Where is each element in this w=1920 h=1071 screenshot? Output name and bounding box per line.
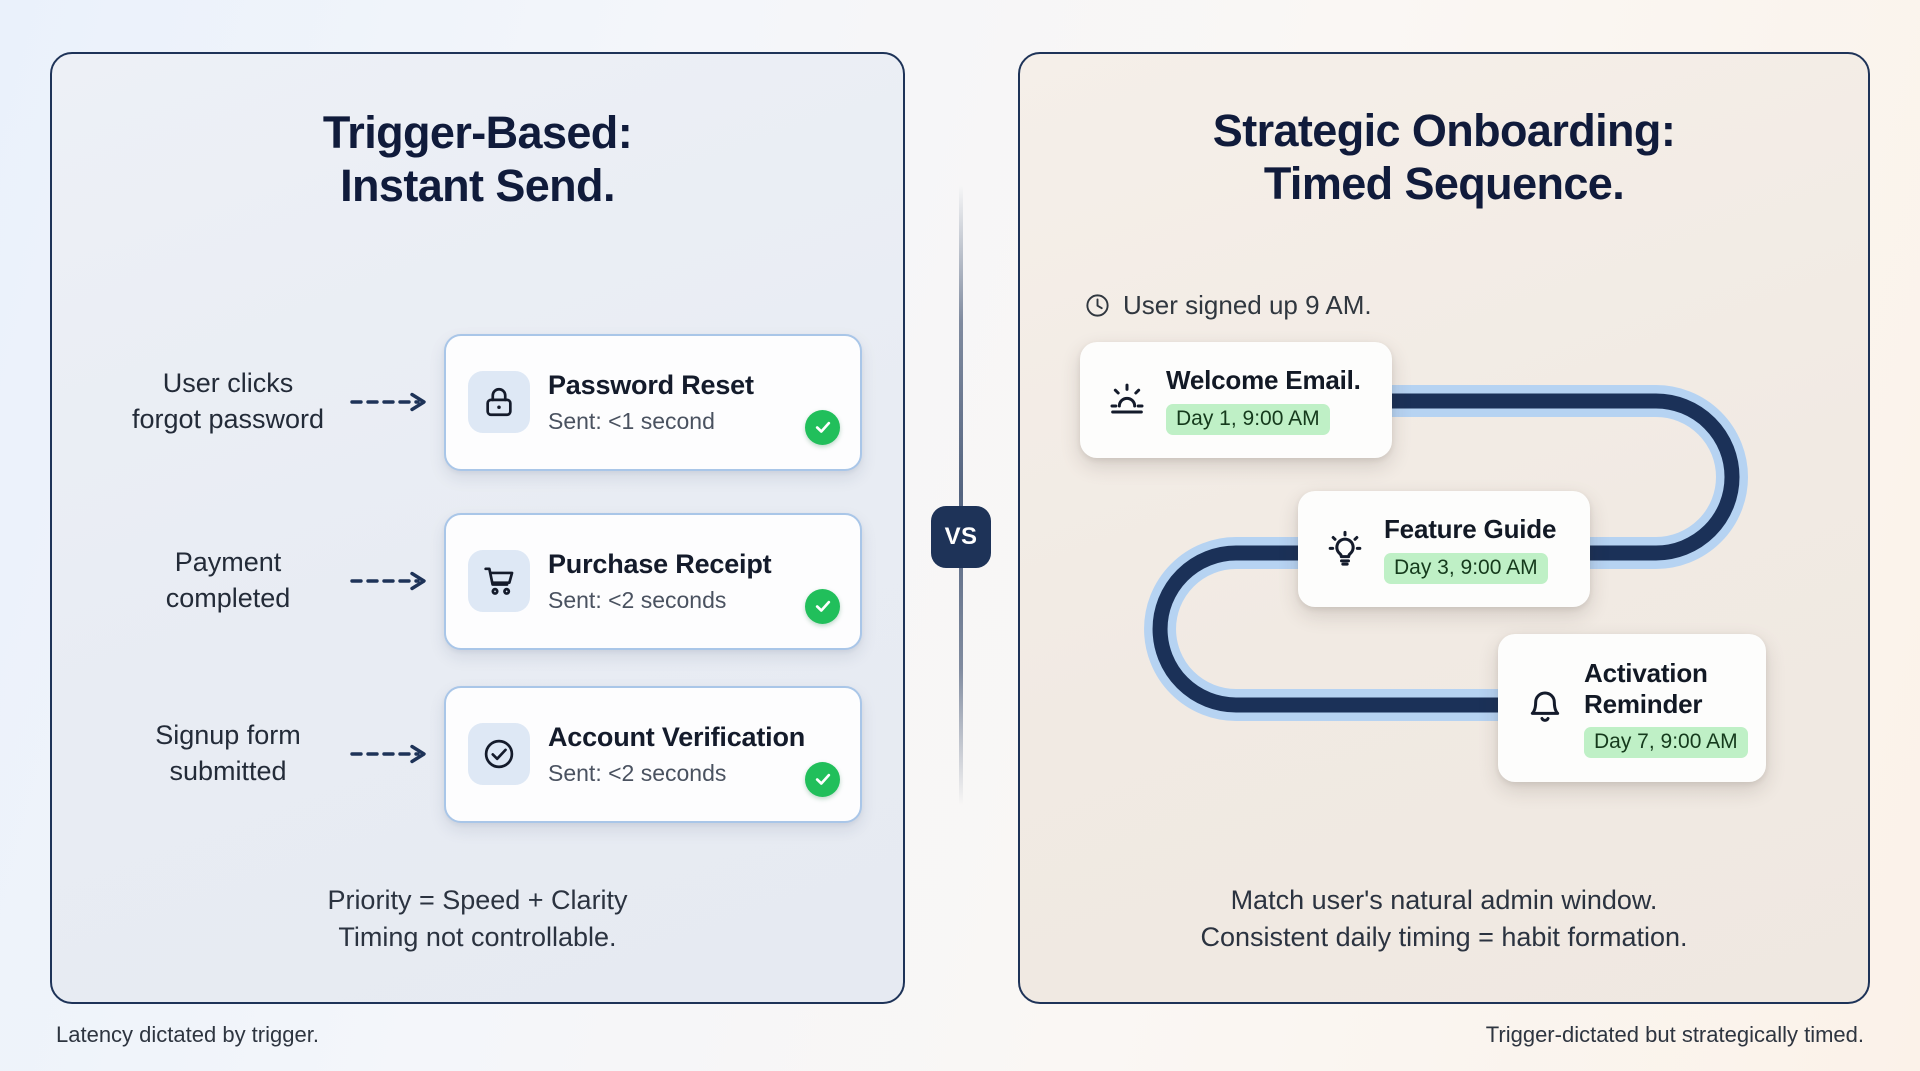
trigger-label-line2: submitted [169, 756, 287, 786]
dashed-arrow-icon [350, 568, 438, 594]
event-texts: Purchase Receipt Sent: <2 seconds [548, 549, 805, 614]
right-panel-title-line1: Strategic Onboarding: [1212, 105, 1676, 156]
dashed-arrow-icon [350, 741, 438, 767]
divider-line [959, 185, 963, 805]
left-panel-title-line2: Instant Send. [340, 160, 615, 212]
step-title: Activation Reminder [1584, 658, 1744, 718]
panel-trigger-based: Trigger-Based: Instant Send. User clicks… [50, 52, 905, 1004]
step-card-welcome-email[interactable]: Welcome Email. Day 1, 9:00 AM [1080, 342, 1392, 458]
panel-strategic-onboarding: Strategic Onboarding: Timed Sequence. Us… [1018, 52, 1870, 1004]
status-badge-check-icon [805, 588, 840, 624]
step-card-activation-reminder[interactable]: Activation Reminder Day 7, 9:00 AM [1498, 634, 1766, 782]
step-title-line1: Activation [1584, 658, 1708, 689]
event-title: Password Reset [548, 369, 754, 400]
step-title: Feature Guide [1384, 514, 1557, 545]
right-summary-line2: Consistent daily timing = habit formatio… [1200, 921, 1688, 952]
check-circle-outline-icon [468, 723, 530, 785]
trigger-label: User clicks forgot password [112, 366, 344, 437]
step-texts: Feature Guide Day 3, 9:00 AM [1384, 514, 1568, 584]
step-texts: Welcome Email. Day 1, 9:00 AM [1166, 365, 1370, 435]
bell-icon [1518, 681, 1572, 735]
lock-icon [468, 371, 530, 433]
event-texts: Password Reset Sent: <1 second [548, 370, 805, 435]
event-card-password-reset[interactable]: Password Reset Sent: <1 second [444, 333, 862, 471]
trigger-label-line1: Payment [174, 547, 282, 578]
lightbulb-icon [1318, 522, 1372, 576]
vs-badge: VS [931, 506, 991, 568]
event-subtitle: Sent: <2 seconds [548, 586, 727, 613]
right-panel-summary: Match user's natural admin window. Consi… [1020, 882, 1868, 955]
trigger-label: Signup form submitted [112, 718, 344, 789]
clock-icon [1084, 292, 1111, 319]
trigger-label-line2: forgot password [131, 404, 325, 434]
footer-caption-left: Latency dictated by trigger. [56, 1022, 319, 1047]
left-panel-title: Trigger-Based: Instant Send. [52, 106, 903, 212]
event-title: Purchase Receipt [548, 548, 772, 579]
sunrise-icon [1100, 373, 1154, 427]
event-subtitle: Sent: <1 second [548, 407, 715, 434]
right-panel-title: Strategic Onboarding: Timed Sequence. [1020, 104, 1868, 210]
signup-note-text: User signed up 9 AM. [1123, 290, 1372, 320]
trigger-row: Signup form submitted Account Verificat [112, 684, 892, 824]
step-schedule-badge: Day 3, 9:00 AM [1384, 552, 1548, 584]
event-subtitle: Sent: <2 seconds [548, 759, 727, 786]
left-summary-line1: Priority = Speed + Clarity [327, 885, 628, 915]
event-card-account-verification[interactable]: Account Verification Sent: <2 seconds [444, 685, 863, 823]
left-panel-title-line1: Trigger-Based: [322, 107, 633, 158]
step-title-line2: Reminder [1584, 688, 1703, 719]
event-title: Account Verification [548, 721, 806, 752]
step-card-feature-guide[interactable]: Feature Guide Day 3, 9:00 AM [1298, 491, 1590, 607]
signup-note: User signed up 9 AM. [1084, 290, 1372, 321]
step-schedule-badge: Day 1, 9:00 AM [1166, 403, 1330, 435]
trigger-label-line1: Signup form [155, 720, 301, 751]
trigger-label: Payment completed [112, 545, 344, 616]
trigger-row: Payment completed [112, 511, 892, 651]
event-texts: Account Verification Sent: <2 seconds [548, 722, 805, 787]
step-schedule-badge: Day 7, 9:00 AM [1584, 726, 1748, 758]
shopping-cart-icon [468, 550, 530, 612]
footer-caption-right: Trigger-dictated but strategically timed… [1485, 1022, 1864, 1047]
step-title: Welcome Email. [1166, 365, 1361, 396]
right-panel-title-line2: Timed Sequence. [1263, 158, 1625, 210]
trigger-label-line1: User clicks [162, 368, 294, 399]
step-texts: Activation Reminder Day 7, 9:00 AM [1584, 658, 1748, 758]
trigger-row: User clicks forgot password [112, 332, 892, 472]
left-panel-summary: Priority = Speed + Clarity Timing not co… [52, 882, 903, 955]
event-card-purchase-receipt[interactable]: Purchase Receipt Sent: <2 seconds [444, 512, 862, 650]
left-summary-line2: Timing not controllable. [338, 921, 617, 952]
trigger-label-line2: completed [165, 583, 291, 613]
right-summary-line1: Match user's natural admin window. [1230, 885, 1658, 915]
status-badge-check-icon [805, 409, 840, 445]
status-badge-check-icon [805, 761, 841, 797]
dashed-arrow-icon [350, 389, 438, 415]
